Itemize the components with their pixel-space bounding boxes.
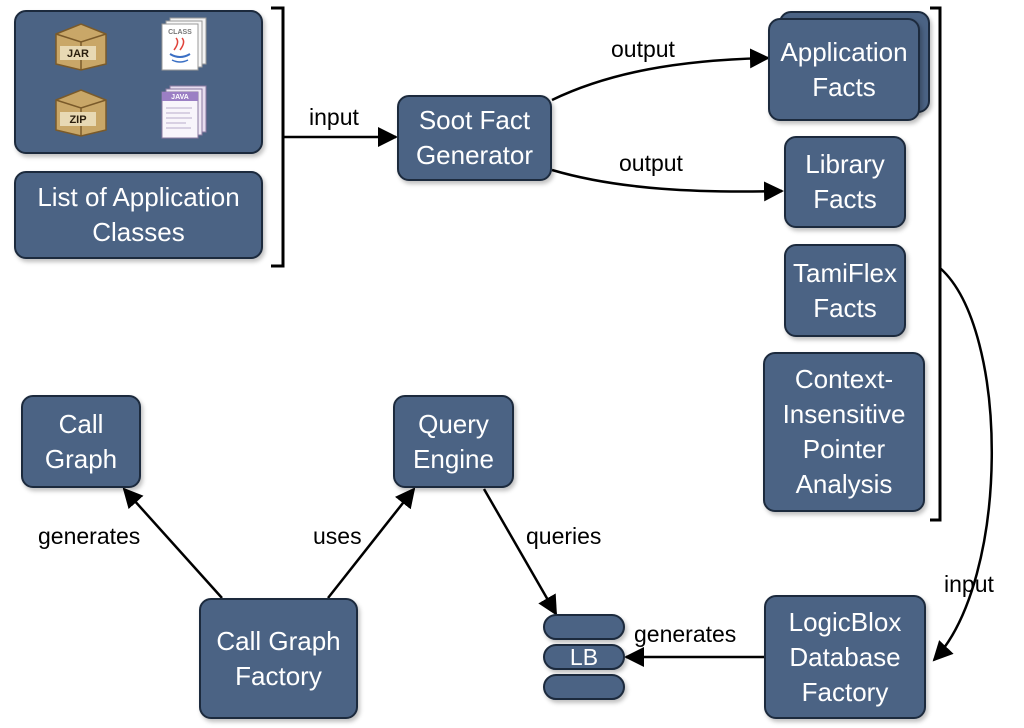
input-bracket-left [271,6,285,268]
call-graph-factory-box: Call Graph Factory [199,598,358,719]
tamiflex-facts-box: TamiFlex Facts [784,244,906,337]
facts-bracket-right [930,6,942,522]
soot-fact-generator-box: Soot Fact Generator [397,95,552,181]
label-generates-bottom: generates [634,621,737,647]
label-queries: queries [526,523,602,549]
zip-archive-icon: ZIP [55,89,107,137]
label-generates-left: generates [38,523,141,549]
class-icon-text: CLASS [168,29,192,36]
context-insensitive-pointer-analysis-box: Context- Insensitive Pointer Analysis [763,352,925,512]
arrow-soot-to-lib-facts [551,168,784,202]
label-output-app: output [611,36,675,62]
logicblox-database-factory-box: LogicBlox Database Factory [764,595,926,719]
list-of-application-classes-box: List of Application Classes [14,171,263,259]
class-file-icon: CLASS [161,17,207,71]
arrow-factory-to-call-graph [122,487,223,599]
library-facts-box: Library Facts [784,136,906,228]
java-icon-text: JAVA [171,94,189,101]
query-engine-box: Query Engine [393,395,514,488]
java-source-icon: JAVA [161,85,207,139]
call-graph-box: Call Graph [21,395,141,488]
label-uses: uses [313,523,362,549]
label-output-lib: output [619,150,683,176]
jar-archive-icon: JAR [55,23,107,71]
application-facts-box: Application Facts [768,18,920,121]
arrow-factory-to-query-engine [327,487,416,599]
arrow-soot-to-app-facts [551,48,770,102]
lb-database-disk-top [543,614,625,640]
label-input-top: input [309,104,359,130]
jar-icon-text: JAR [67,48,89,60]
lb-database-disk-middle: LB [543,644,625,670]
zip-icon-text: ZIP [69,114,86,126]
arrow-facts-to-logicblox [932,267,993,662]
arrow-query-to-lb [482,488,558,616]
lb-database-disk-bottom [543,674,625,700]
label-input-right: input [944,571,994,597]
